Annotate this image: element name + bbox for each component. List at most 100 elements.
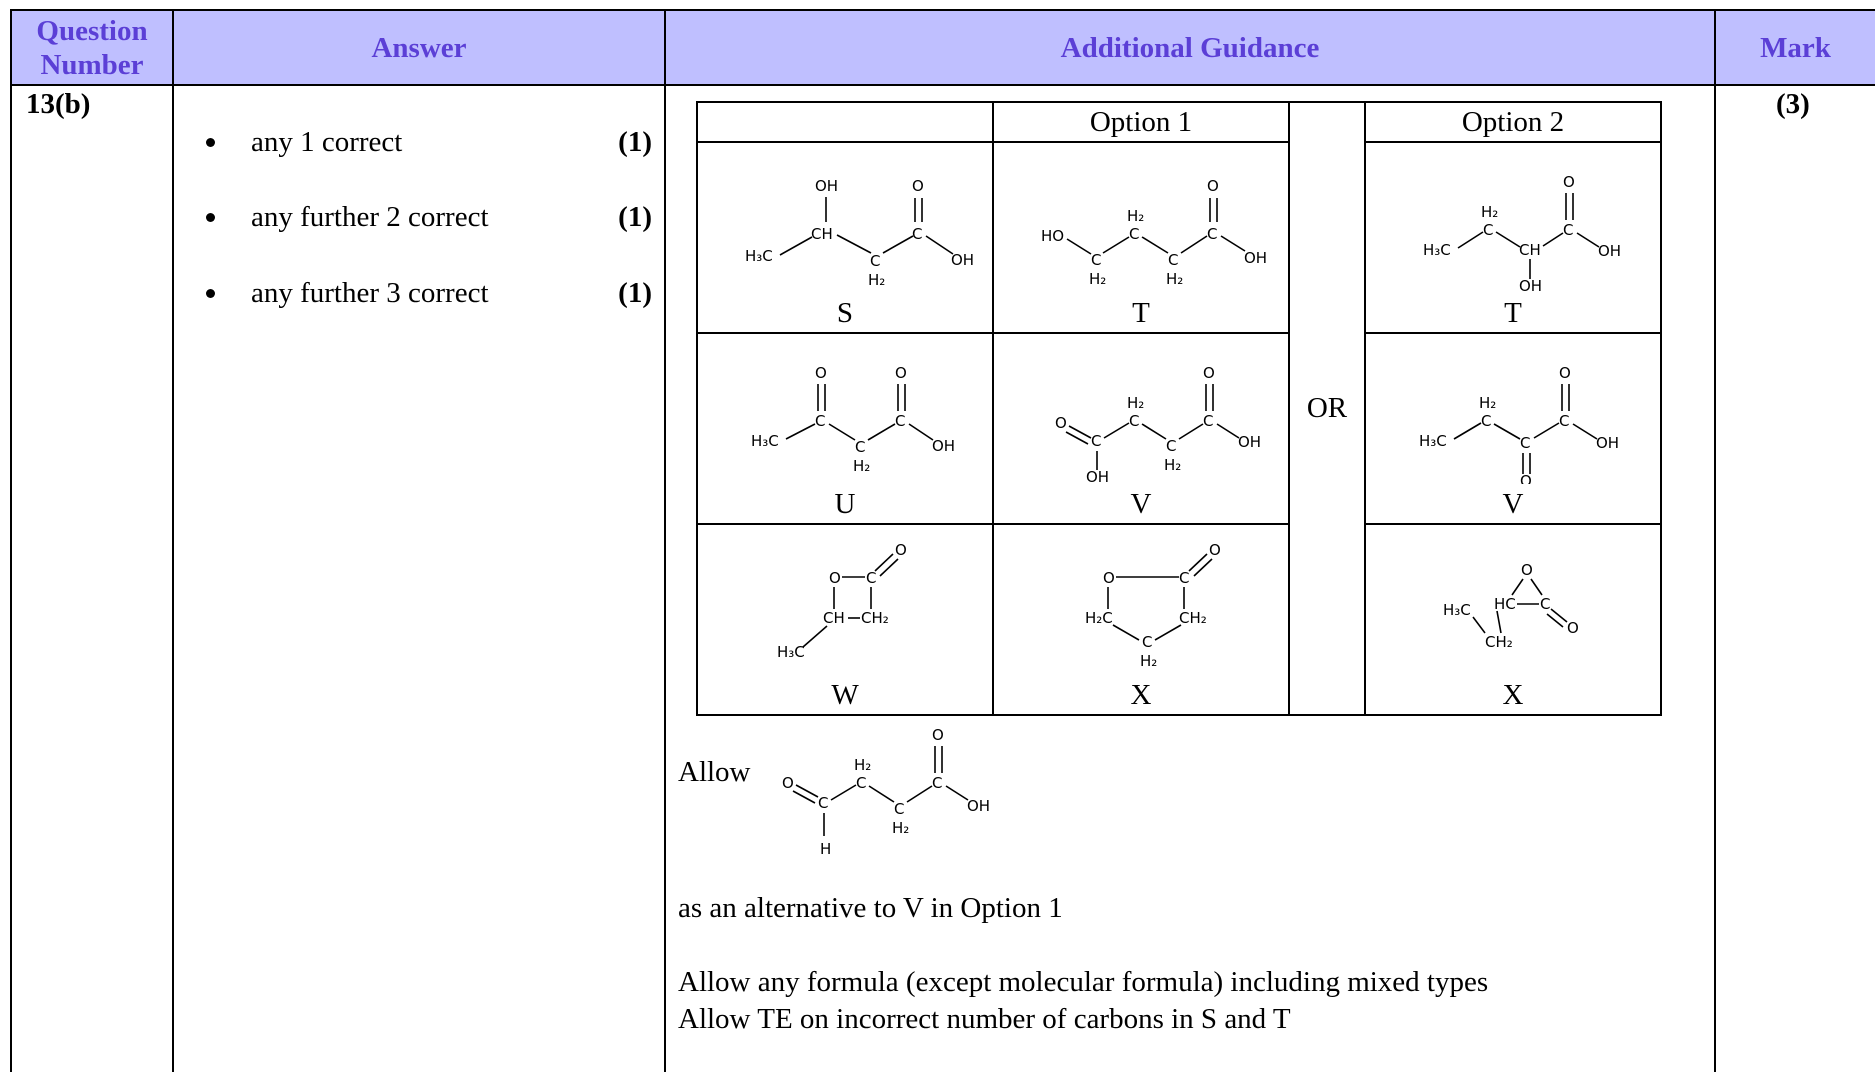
total-mark: (3) (1776, 88, 1810, 120)
atom-label: C (870, 252, 880, 270)
answer-text: any further 3 correct (251, 277, 489, 309)
atom-label: H₃C (1423, 241, 1451, 259)
atom-label: O (1520, 472, 1532, 484)
atom-label: C (1142, 633, 1152, 651)
structure-u: H₃C C O C H₂ C O OH (751, 364, 955, 475)
answer-text: any further 2 correct (251, 201, 489, 233)
atom-label: O (829, 569, 841, 587)
atom-label: C (1207, 225, 1217, 243)
atom-label: C (1563, 221, 1573, 239)
atom-label: C (1481, 412, 1491, 430)
atom-label: C (856, 774, 866, 792)
atom-label: CH (823, 609, 845, 627)
structure-v-option-1: O C OH C H₂ C H₂ C O OH (1055, 364, 1261, 484)
atom-label: H₂ (1127, 207, 1144, 225)
atom-label: C (912, 225, 922, 243)
structure-t-option-1: HO C H₂ C H₂ C H₂ C O OH (1041, 177, 1267, 288)
molecule-cell-v-option-1: O C OH C H₂ C H₂ C O OH V (992, 332, 1290, 525)
atom-label: CH₂ (1179, 609, 1207, 627)
molecule-label: U (834, 488, 856, 520)
atom-label: OH (967, 797, 990, 815)
alternative-structure: O C H C H₂ C H₂ C O OH (782, 726, 990, 858)
atom-label: OH (951, 251, 974, 269)
options-table: Option 1 OR Option 2 H₃C CH OH C H₂ C O … (696, 101, 1662, 716)
atom-label: O (782, 774, 794, 792)
structure-w: O C O CH CH₂ H₃C (777, 541, 907, 661)
header-additional-guidance: Additional Guidance (666, 10, 1714, 85)
molecule-cell-v-option-2: H₃C C H₂ C O C O OH V (1364, 332, 1662, 525)
molecule-cell-t-option-2: H₃C C H₂ CH OH C O OH T (1364, 141, 1662, 334)
atom-label: CH (1519, 241, 1541, 259)
column-border (10, 10, 12, 1072)
atom-label: C (866, 569, 876, 587)
guidance-line-2: Allow TE on incorrect number of carbons … (678, 1003, 1291, 1035)
atom-label: O (895, 364, 907, 382)
atom-label: C (1091, 251, 1101, 269)
structure-v-option-2: H₃C C H₂ C O C O OH (1419, 364, 1619, 484)
molecule-label: T (1132, 297, 1150, 329)
table-border-top (10, 9, 1875, 11)
molecule-cell-x-option-2: O HC C O H₃C CH₂ X (1364, 523, 1662, 716)
atom-label: H₂C (1085, 609, 1113, 627)
atom-label: C (1559, 412, 1569, 430)
answer-item: any further 3 correct (1) (206, 277, 652, 310)
atom-label: O (912, 177, 924, 195)
atom-label: H₂ (854, 756, 871, 774)
atom-label: O (1521, 561, 1533, 579)
atom-label: O (932, 726, 944, 744)
option-1-header: Option 1 (992, 101, 1290, 143)
atom-label: OH (1086, 468, 1109, 484)
molecule-label: X (1130, 679, 1152, 711)
atom-label: H₂ (1479, 394, 1496, 412)
answer-mark: (1) (618, 277, 652, 309)
column-border (664, 10, 666, 1072)
option-2-header: Option 2 (1364, 101, 1662, 143)
header-question-number: Question Number (12, 10, 172, 85)
atom-label: H₂ (1089, 270, 1106, 288)
atom-label: OH (1519, 277, 1542, 293)
molecule-label: V (1130, 488, 1152, 520)
atom-label: H₃C (1419, 432, 1447, 450)
guidance-alternative: as an alternative to V in Option 1 (678, 892, 1063, 924)
atom-label: O (1209, 541, 1221, 559)
molecule-label: X (1502, 679, 1524, 711)
column-border (1714, 10, 1716, 1072)
atom-label: H₂ (1164, 456, 1181, 474)
atom-label: C (1179, 569, 1189, 587)
atom-label: C (855, 438, 865, 456)
atom-label: OH (815, 177, 838, 195)
answer-mark: (1) (618, 201, 652, 233)
allow-label: Allow (678, 756, 751, 788)
atom-label: OH (1244, 249, 1267, 267)
atom-label: OH (932, 437, 955, 455)
atom-label: H (820, 840, 831, 858)
atom-label: H₂ (1127, 394, 1144, 412)
atom-label: O (1055, 414, 1067, 432)
molecule-label: V (1502, 488, 1524, 520)
atom-label: O (1207, 177, 1219, 195)
molecule-label: S (836, 297, 854, 329)
atom-label: HO (1041, 227, 1064, 245)
atom-label: H₂ (853, 457, 870, 475)
atom-label: OH (1238, 433, 1261, 451)
atom-label: C (1091, 432, 1101, 450)
atom-label: H₂ (1481, 203, 1498, 221)
atom-label: H₂ (868, 271, 885, 289)
atom-label: C (1129, 225, 1139, 243)
atom-label: O (1203, 364, 1215, 382)
molecule-label: T (1504, 297, 1522, 329)
atom-label: C (1520, 434, 1530, 452)
atom-label: C (1540, 595, 1550, 613)
atom-label: O (815, 364, 827, 382)
atom-label: H₃C (751, 432, 779, 450)
atom-label: C (1203, 412, 1213, 430)
structure-t-option-2: H₃C C H₂ CH OH C O OH (1423, 173, 1621, 293)
column-border (172, 10, 174, 1072)
atom-label: O (1103, 569, 1115, 587)
answer-item: any 1 correct (1) (206, 126, 652, 159)
atom-label: OH (1596, 434, 1619, 452)
atom-label: H₃C (745, 247, 773, 265)
molecule-cell-w: O C O CH CH₂ H₃C W (696, 523, 994, 716)
atom-label: HC (1494, 595, 1516, 613)
